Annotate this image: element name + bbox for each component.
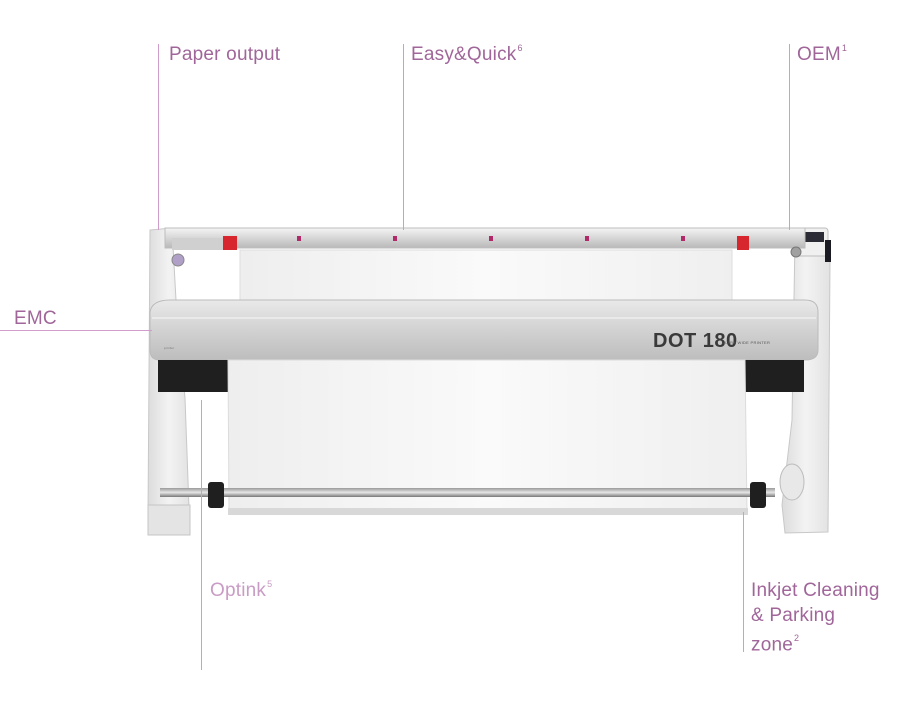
callout-line-oem — [789, 44, 790, 230]
callout-line-emc — [0, 330, 152, 331]
label-oem-text: OEM — [797, 44, 841, 65]
printer-subtitle-label: ULTRA WIDE PRINTER — [722, 340, 771, 345]
callout-line-optink — [201, 400, 202, 670]
top-rail — [164, 227, 806, 267]
label-easy-quick: Easy&Quick6 — [411, 42, 523, 66]
callout-line-easy-quick — [403, 44, 404, 230]
label-inkjet-line2: & Parking — [751, 605, 836, 626]
label-inkjet-cleaning: Inkjet Cleaning & Parking zone2 — [751, 578, 880, 657]
label-inkjet-line3: zone — [751, 634, 794, 656]
label-optink: Optink5 — [210, 578, 273, 602]
label-optink-text: Optink — [210, 580, 267, 601]
printer-body: printer — [149, 299, 819, 361]
label-paper-output: Paper output — [169, 44, 280, 66]
label-easy-quick-footnote: 6 — [517, 42, 523, 53]
svg-text:printer: printer — [164, 346, 175, 350]
label-inkjet-footnote: 2 — [794, 633, 800, 643]
printer-model-label: DOT 180 — [653, 330, 738, 352]
label-paper-output-text: Paper output — [169, 44, 281, 65]
left-ink-bay — [158, 360, 230, 392]
label-inkjet-line1: Inkjet Cleaning — [751, 580, 880, 601]
callout-line-paper-output — [158, 44, 159, 230]
callout-line-inkjet — [743, 512, 744, 652]
label-emc-text: EMC — [14, 308, 57, 329]
label-easy-quick-text: Easy&Quick — [411, 44, 517, 65]
label-oem-footnote: 1 — [841, 42, 848, 53]
label-oem: OEM1 — [797, 42, 848, 66]
upper-paper-sheet — [239, 249, 733, 303]
right-ink-bay — [742, 360, 804, 392]
bottom-roll — [160, 482, 775, 515]
label-emc: EMC — [14, 308, 57, 330]
label-optink-footnote: 5 — [267, 578, 273, 589]
